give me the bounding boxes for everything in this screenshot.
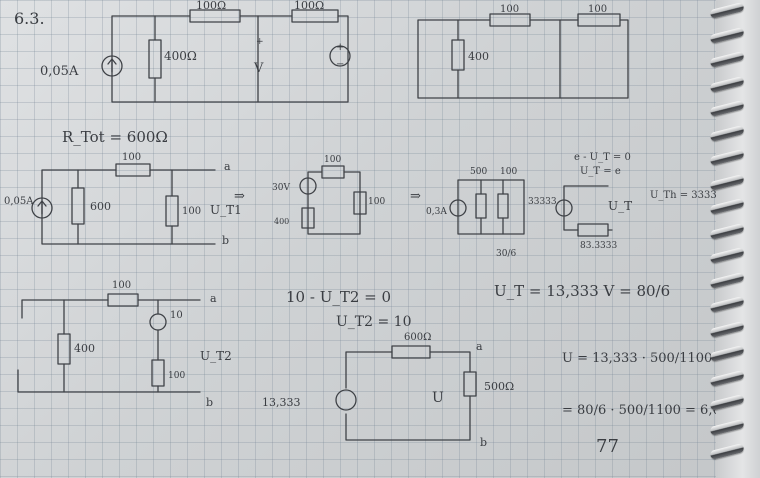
c2-node-a: a bbox=[210, 292, 217, 305]
fin-v-label: U bbox=[432, 390, 444, 406]
s4-eq2: U_T = e bbox=[580, 166, 621, 177]
t1-shunt-label: 600 bbox=[90, 200, 111, 213]
tr-shunt-label: 400 bbox=[468, 50, 489, 63]
tr-r-a-label: 100 bbox=[500, 4, 519, 15]
fin-node-a: a bbox=[476, 340, 483, 353]
eq-middle-1: 10 - U_T2 = 0 bbox=[286, 288, 391, 306]
t1-source-label: 0,05A bbox=[4, 196, 34, 207]
s4-v-label: U_T bbox=[608, 199, 632, 213]
circuit-step-3: 0,3A 500 100 30/6 bbox=[426, 167, 525, 259]
s3-rb-label: 100 bbox=[500, 167, 517, 177]
s3-ra-label: 500 bbox=[470, 167, 487, 177]
circuit-main: + − 0,05A 400Ω 100Ω 100Ω + V bbox=[40, 0, 351, 103]
resistor-series-1 bbox=[189, 9, 241, 23]
eq-right-1: U_T = 13,333 V = 80/6 bbox=[494, 282, 670, 300]
note-bottom: 77 bbox=[596, 436, 619, 457]
shunt-resistor-label: 400Ω bbox=[164, 49, 197, 63]
s4-series-label: 83.3333 bbox=[580, 241, 617, 251]
notebook-spiral-binding bbox=[698, 0, 760, 478]
t1-series-label: 100 bbox=[122, 152, 141, 163]
svg-text:⇒: ⇒ bbox=[234, 189, 245, 204]
fin-load-label: 500Ω bbox=[484, 380, 514, 393]
t1-load-label: 100 bbox=[182, 206, 201, 217]
circuit-top-right: 400 100 100 bbox=[417, 4, 629, 99]
s4-source-label: 33333 bbox=[528, 197, 557, 207]
svg-text:+: + bbox=[336, 42, 344, 53]
voltage-source-icon bbox=[329, 45, 351, 67]
circuit-final: 13,333 600Ω 500Ω U a b bbox=[262, 332, 514, 449]
t1-node-b: b bbox=[222, 234, 229, 247]
c2-v-label: U_T2 bbox=[200, 349, 232, 363]
c2-series-label: 100 bbox=[112, 280, 131, 291]
s2-shunt-label: 100 bbox=[368, 197, 385, 207]
current-source-icon bbox=[101, 55, 123, 77]
series2-label: 100Ω bbox=[294, 0, 324, 12]
fin-series-label: 600Ω bbox=[404, 332, 431, 343]
circuit-step-4: 33333 83.3333 U_T e - U_T = 0 U_T = e U_… bbox=[528, 152, 723, 251]
svg-text:−: − bbox=[336, 59, 344, 70]
resistor-series-2 bbox=[291, 9, 339, 23]
c2-shunt-label: 400 bbox=[74, 342, 95, 355]
s2-source-label: 30V bbox=[272, 183, 290, 193]
problem-number: 6.3. bbox=[14, 9, 45, 28]
circuit-step-2: 30V 100 100 400 ⇒ bbox=[272, 155, 421, 235]
eq-final-2: = 80/6 · 500/1100 = 6,06V bbox=[562, 403, 739, 418]
current-source-icon bbox=[31, 197, 53, 219]
circuit-thevenin-1: 0,05A 600 100 100 U_T1 a b ⇒ bbox=[4, 152, 245, 247]
tr-r-b-label: 100 bbox=[588, 4, 607, 15]
s2-series-label: 100 bbox=[324, 155, 341, 165]
svg-text:⇒: ⇒ bbox=[410, 189, 421, 204]
s4-eq1: e - U_T = 0 bbox=[574, 152, 631, 163]
fin-source-label: 13,333 bbox=[262, 396, 301, 409]
c2-source-label: 10 bbox=[170, 310, 183, 321]
svg-text:+: + bbox=[256, 37, 264, 47]
t1-v-label: U_T1 bbox=[210, 203, 242, 217]
c2-load-label: 100 bbox=[168, 371, 185, 381]
current-source-label: 0,05A bbox=[40, 64, 79, 79]
s3-fraction: 30/6 bbox=[496, 249, 516, 259]
s2-bottom-label: 400 bbox=[274, 217, 289, 226]
c2-node-b: b bbox=[206, 396, 213, 409]
t1-node-a: a bbox=[224, 160, 231, 173]
s3-source-label: 0,3A bbox=[426, 207, 447, 217]
circuit-second: 100 400 100 10 U_T2 a b bbox=[17, 280, 232, 409]
fin-node-b: b bbox=[480, 436, 487, 449]
rtot-note: R_Tot = 600Ω bbox=[62, 128, 168, 146]
series1-label: 100Ω bbox=[196, 0, 226, 12]
eq-middle-2: U_T2 = 10 bbox=[336, 314, 412, 330]
voltage-label: V bbox=[253, 61, 264, 76]
s4-result: U_Th = 33333 bbox=[650, 190, 723, 201]
eq-final-1: U = 13,333 · 500/1100 bbox=[562, 351, 712, 366]
resistor-shunt bbox=[148, 39, 162, 79]
